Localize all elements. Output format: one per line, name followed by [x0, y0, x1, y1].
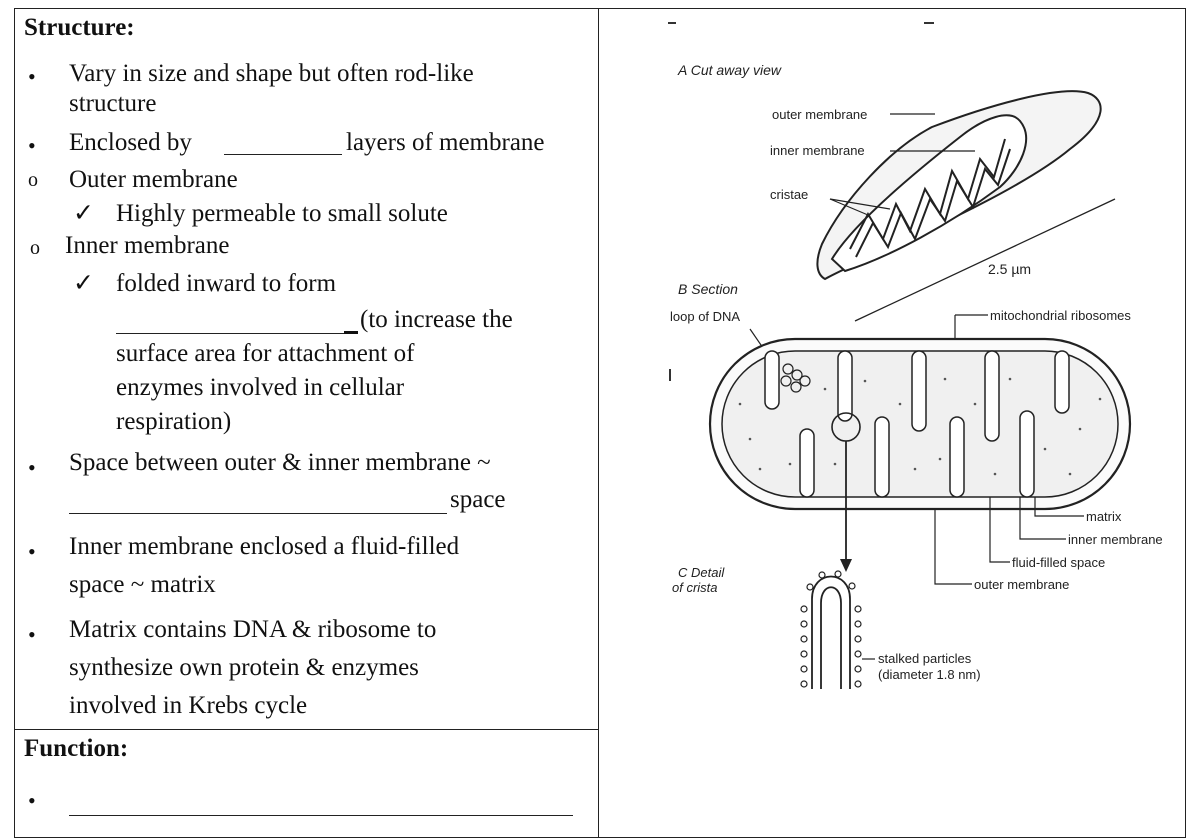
section-mitochondrion: [710, 339, 1130, 509]
circle-bullet: o: [30, 233, 40, 263]
column-divider: [598, 8, 599, 838]
label-ribosomes: mitochondrial ribosomes: [990, 308, 1131, 323]
outer-membrane-item: Outer membrane: [69, 165, 238, 195]
bullet-dot: •: [28, 786, 36, 816]
circle-bullet: o: [28, 165, 38, 195]
bullet-4-line-2: space ~ matrix: [69, 570, 216, 600]
inner-check-line-1: folded inward to form: [116, 269, 336, 299]
bullet-5-line-1: Matrix contains DNA & ribosome to: [69, 615, 436, 645]
label-loop-dna: loop of DNA: [670, 309, 740, 324]
bullet-dot: •: [28, 453, 36, 483]
fill-blank-line[interactable]: [69, 513, 447, 514]
label-inner-membrane: inner membrane: [770, 143, 865, 158]
bullet-2-pre: Enclosed by: [69, 128, 192, 158]
label-inner-membrane-b: inner membrane: [1068, 532, 1163, 547]
inner-check-line-4: enzymes involved in cellular: [116, 373, 404, 403]
label-stalked-particles: stalked particles: [878, 651, 972, 666]
bullet-1-line-2: structure: [69, 89, 156, 119]
c-title-line-1: C Detail: [678, 565, 725, 580]
a-title: A Cut away view: [677, 62, 782, 78]
bullet-4-line-1: Inner membrane enclosed a fluid-filled: [69, 532, 459, 562]
bullet-2-post: layers of membrane: [346, 128, 545, 158]
structure-heading: Structure:: [24, 13, 135, 43]
bullet-dot: •: [28, 62, 36, 92]
bullet-dot: •: [28, 620, 36, 650]
label-diameter: (diameter 1.8 nm): [878, 667, 981, 682]
bullet-3-line-2: space: [450, 485, 506, 515]
fill-blank-line[interactable]: [69, 815, 573, 816]
bullet-5-line-2: synthesize own protein & enzymes: [69, 653, 419, 683]
fill-blank-line[interactable]: [116, 333, 358, 334]
label-matrix: matrix: [1086, 509, 1122, 524]
bullet-1-line-1: Vary in size and shape but often rod-lik…: [69, 59, 474, 89]
bullet-3-line-1: Space between outer & inner membrane ~: [69, 448, 491, 478]
c-title-line-2: of crista: [672, 580, 718, 595]
fill-blank-line[interactable]: [224, 154, 342, 155]
bullet-dot: •: [28, 537, 36, 567]
function-heading: Function:: [24, 734, 128, 764]
label-fluid-space: fluid-filled space: [1012, 555, 1105, 570]
label-outer-membrane-b: outer membrane: [974, 577, 1069, 592]
stalked-particles: [801, 571, 861, 687]
inner-check-line-5: respiration): [116, 407, 231, 437]
inner-check-line-2: (to increase the: [360, 305, 513, 335]
check-icon: ✓: [73, 199, 94, 229]
mitochondrion-diagram: A Cut away view outer membrane inner mem…: [600, 9, 1186, 827]
bullet-5-line-3: involved in Krebs cycle: [69, 691, 307, 721]
label-cristae: cristae: [770, 187, 808, 202]
inner-membrane-item: Inner membrane: [65, 231, 230, 261]
b-title: B Section: [678, 281, 738, 297]
check-icon: ✓: [73, 269, 94, 299]
inner-check-line-3: surface area for attachment of: [116, 339, 414, 369]
blank-mark: [344, 331, 358, 334]
outer-check-text: Highly permeable to small solute: [116, 199, 448, 229]
label-outer-membrane: outer membrane: [772, 107, 867, 122]
row-divider: [14, 729, 599, 730]
bullet-dot: •: [28, 131, 36, 161]
label-scale: 2.5 µm: [988, 261, 1031, 277]
crista-detail: [812, 577, 850, 690]
